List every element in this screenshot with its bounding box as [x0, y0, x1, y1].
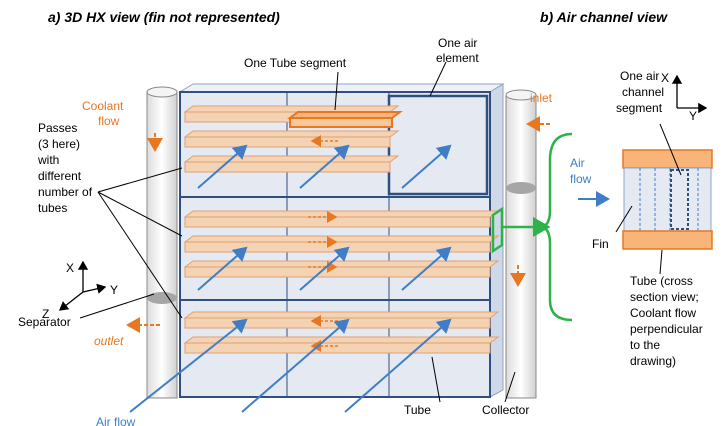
label-coolant-flow-2: flow	[98, 114, 120, 128]
air-channel-view	[578, 74, 713, 275]
label-air-flow-right-2: flow	[570, 172, 592, 186]
left-axes	[58, 260, 107, 311]
label-one-air-element-1: One air	[438, 36, 477, 50]
title-left: a) 3D HX view (fin not represented)	[48, 9, 280, 25]
air-channel-highlight	[491, 132, 573, 322]
label-collector: Collector	[482, 403, 529, 417]
axis-label-x: X	[66, 261, 74, 275]
label-inlet: inlet	[530, 91, 553, 105]
right-axis-label-x: X	[661, 71, 669, 85]
separator-disk	[147, 292, 177, 304]
label-tube-cross-6: drawing)	[630, 354, 676, 368]
label-passes-5: number of	[38, 185, 93, 199]
leader-lines	[79, 61, 516, 403]
label-fin: Fin	[592, 237, 609, 251]
axis-label-y: Y	[110, 283, 118, 297]
coolant-collector-arrows	[126, 116, 550, 333]
labels: One air element One Tube segment Coolant…	[18, 36, 703, 426]
label-passes-6: tubes	[38, 201, 67, 215]
label-passes-1: Passes	[38, 121, 77, 135]
label-coolant-flow-1: Coolant	[82, 99, 124, 113]
label-air-flow-right-1: Air	[570, 156, 585, 170]
label-passes-2: (3 here)	[38, 137, 80, 151]
label-tube-cross-3: Coolant flow	[630, 306, 696, 320]
label-tube: Tube	[404, 403, 431, 417]
tube-segment-highlight	[287, 111, 403, 128]
separator-disk-right	[506, 182, 536, 194]
label-channel-segment-2: channel	[622, 85, 664, 99]
label-separator: Separator	[18, 315, 71, 329]
air-flow-arrows	[129, 144, 452, 413]
label-tube-cross-2: section view;	[630, 290, 699, 304]
right-collector	[505, 89, 537, 399]
label-air-flow-bottom: Air flow	[96, 415, 136, 426]
coolant-tube-arrows	[308, 135, 338, 352]
channel-segment-box	[670, 169, 689, 230]
label-one-tube-segment: One Tube segment	[244, 56, 347, 70]
title-right: b) Air channel view	[540, 9, 668, 25]
label-channel-segment-1: One air	[620, 69, 659, 83]
label-passes-4: different	[38, 169, 82, 183]
label-channel-segment-3: segment	[616, 101, 663, 115]
right-axis-label-y: Y	[689, 109, 697, 123]
label-one-air-element-2: element	[436, 51, 479, 65]
label-tube-cross-1: Tube (cross	[630, 274, 693, 288]
label-tube-cross-4: perpendicular	[630, 322, 703, 336]
label-passes-3: with	[37, 153, 59, 167]
left-collector	[146, 86, 178, 399]
label-tube-cross-5: to the	[630, 338, 660, 352]
axis-label-z: Z	[42, 307, 49, 321]
label-outlet: outlet	[94, 334, 124, 348]
